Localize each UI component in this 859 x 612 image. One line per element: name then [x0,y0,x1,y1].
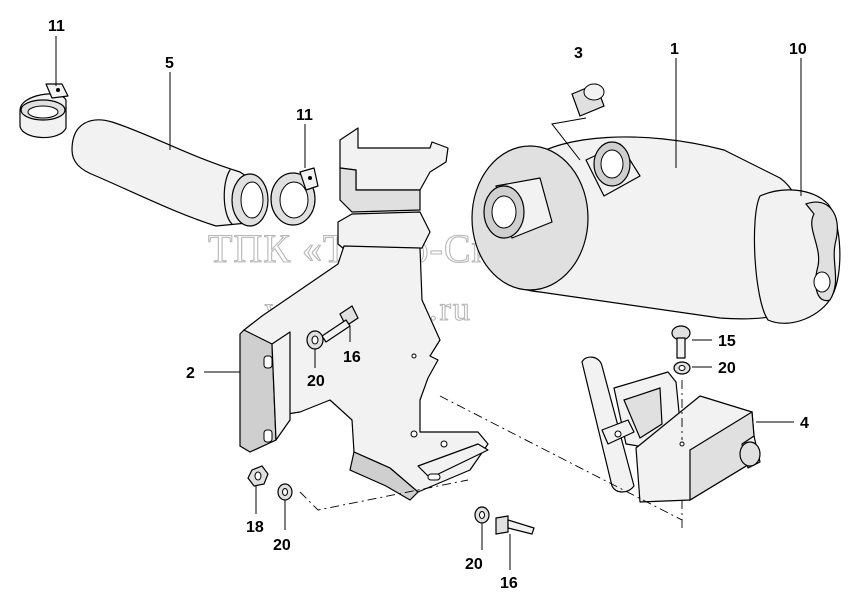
callout-4: 4 [800,415,809,432]
callout-20-right: 20 [718,360,736,377]
washer-20-lower-left [277,483,293,501]
callout-20-lower-left: 20 [273,537,291,554]
washer-20-upper [306,330,324,350]
callout-20-lower-right: 20 [465,556,483,573]
callout-3: 3 [574,45,583,62]
washer-20-lower-right [474,506,490,524]
mounting-bracket [239,127,489,501]
callout-15: 15 [718,333,736,350]
alignment-line-2 [299,479,469,511]
bolt-16-lower [495,515,535,535]
washer-20-right [673,361,691,375]
callout-10: 10 [789,41,807,58]
dust-cap [551,83,605,161]
nut-18 [247,465,269,487]
alignment-line-1 [439,395,683,521]
mounting-clamp-assembly [581,356,761,503]
rubber-valve [753,189,841,324]
callout-2: 2 [186,365,195,382]
intake-hose [71,119,269,227]
air-filter-housing [471,136,809,320]
callout-11-right: 11 [296,107,313,124]
callout-16-lower: 16 [500,575,518,592]
hose-clamp-right [270,167,319,226]
callout-11-left: 11 [48,18,65,35]
callout-18: 18 [246,519,264,536]
bolt-16-upper [321,305,359,343]
callout-1: 1 [670,41,679,58]
callout-5: 5 [165,55,174,72]
bolt-15 [671,325,691,359]
callout-20-upper: 20 [307,373,325,390]
callout-16-upper: 16 [343,349,361,366]
hose-clamp-left [19,83,69,139]
